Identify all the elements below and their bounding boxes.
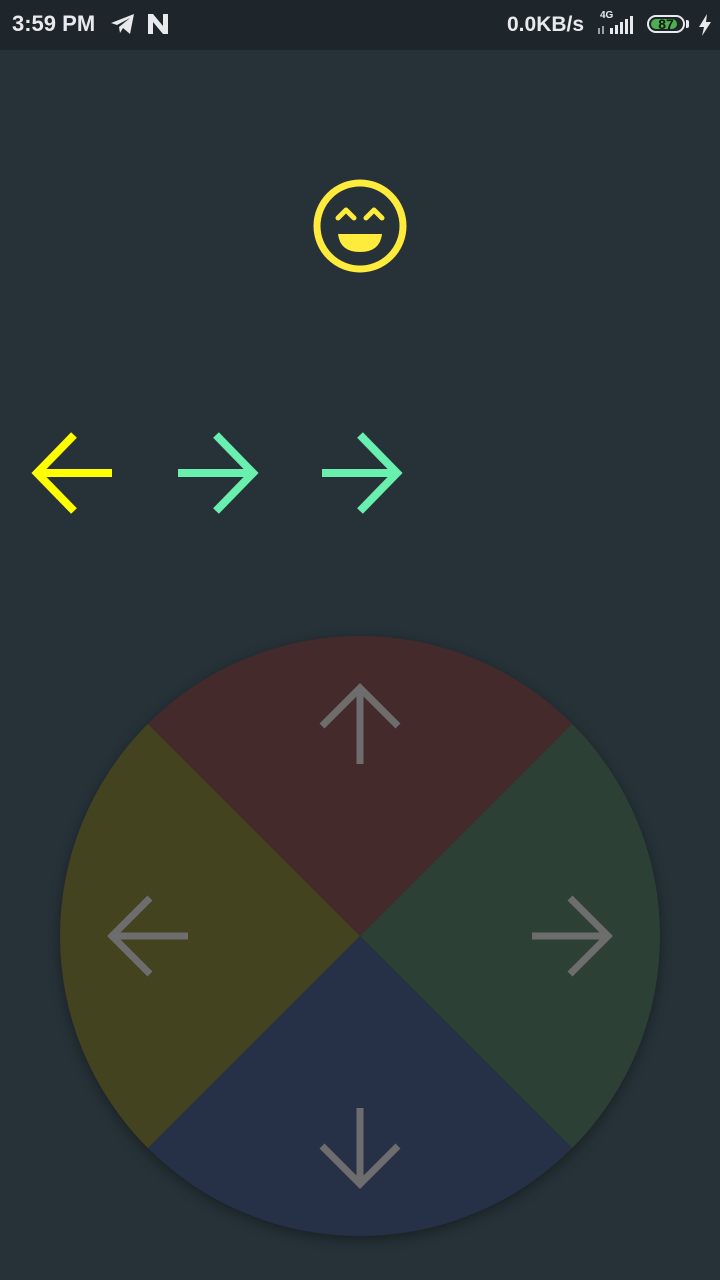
sequence-left-arrow-icon bbox=[31, 432, 112, 514]
charging-icon bbox=[699, 14, 711, 36]
net-speed: 0.0KB/s bbox=[507, 13, 585, 36]
direction-pad bbox=[60, 636, 660, 1236]
battery-tip bbox=[686, 20, 689, 28]
telegram-icon bbox=[111, 14, 134, 34]
up-button[interactable] bbox=[147, 636, 573, 936]
n-app-icon bbox=[148, 14, 168, 34]
battery-icon: 87 bbox=[647, 15, 685, 33]
down-arrow-icon bbox=[319, 1108, 401, 1189]
signal-icon bbox=[598, 16, 633, 34]
left-arrow-icon bbox=[107, 895, 188, 977]
down-button[interactable] bbox=[147, 936, 573, 1236]
network-type: 4G bbox=[600, 10, 614, 21]
up-arrow-icon bbox=[319, 683, 401, 764]
right-button[interactable] bbox=[360, 723, 660, 1149]
left-button[interactable] bbox=[60, 723, 361, 1149]
status-time: 3:59 PM bbox=[12, 11, 96, 36]
sequence-right-arrow-icon bbox=[322, 432, 403, 514]
sequence-right-arrow-icon bbox=[178, 432, 259, 514]
battery-level: 87 bbox=[658, 16, 674, 32]
status-bar: 3:59 PM 0.0KB/s 4G 87 bbox=[0, 0, 720, 50]
grinning-face-icon bbox=[313, 179, 407, 273]
right-arrow-icon bbox=[532, 895, 613, 977]
